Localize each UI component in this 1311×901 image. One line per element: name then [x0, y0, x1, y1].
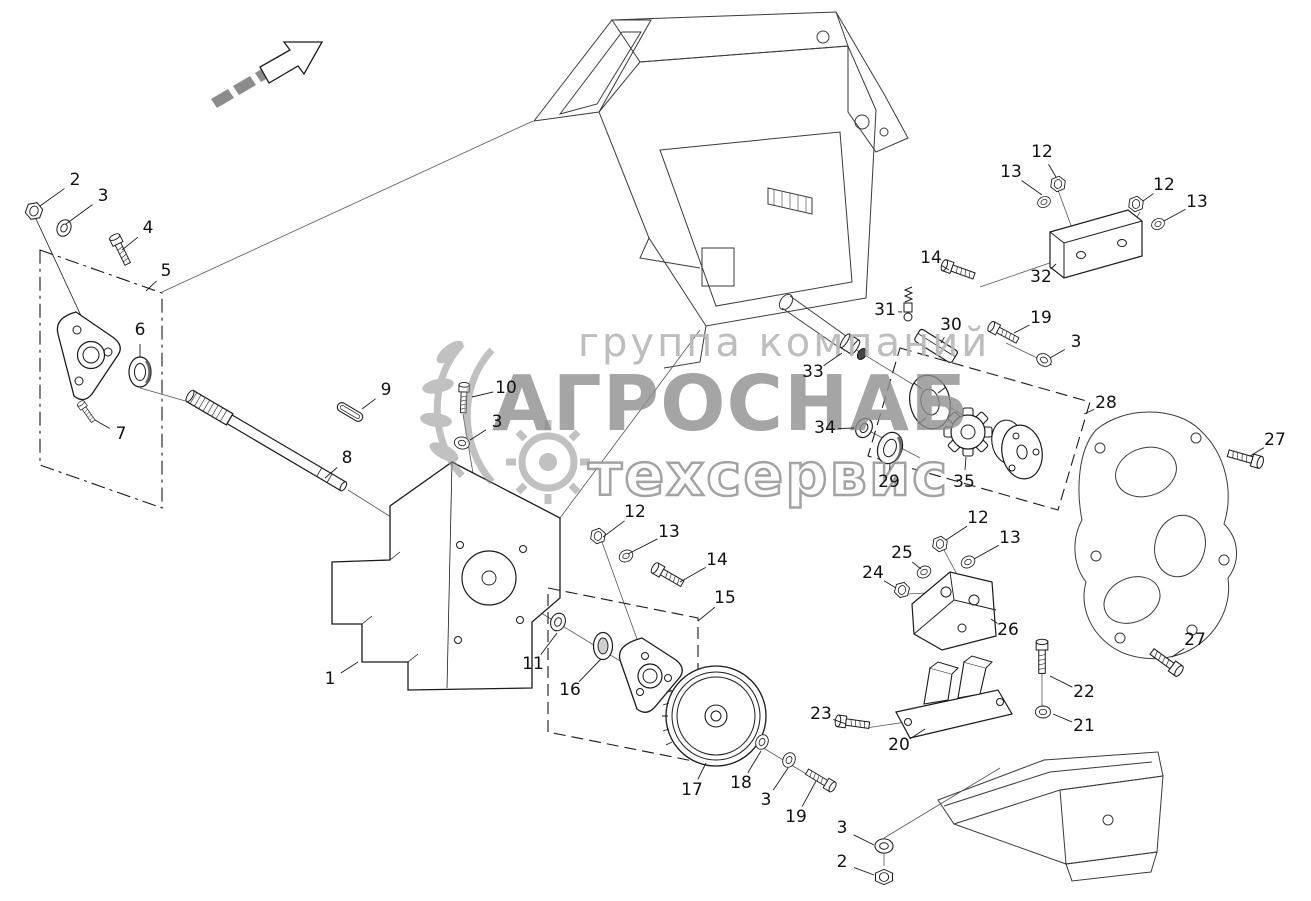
- part-label-13: 13: [1186, 192, 1208, 212]
- part-label-3: 3: [836, 818, 848, 838]
- part-label-15: 15: [714, 588, 736, 608]
- bearing: [876, 431, 904, 465]
- part-label-6: 6: [134, 320, 146, 340]
- part-label-12: 12: [1031, 142, 1053, 162]
- gear: [943, 407, 993, 457]
- mount-bracket: [895, 655, 1013, 739]
- part-label-2: 2: [69, 170, 81, 190]
- part-label-25: 25: [891, 543, 913, 563]
- part-label-27: 27: [1264, 430, 1286, 450]
- part-label-13: 13: [999, 528, 1021, 548]
- part-label-27: 27: [1184, 630, 1206, 650]
- part-label-26: 26: [997, 620, 1019, 640]
- side-plate: [331, 461, 561, 691]
- support-frame: [937, 751, 1164, 882]
- part-label-12: 12: [1153, 175, 1175, 195]
- pulley: [662, 665, 767, 767]
- support-bracket-top: [1049, 209, 1143, 279]
- gusset-bracket: [911, 571, 997, 651]
- part-label-13: 13: [658, 522, 680, 542]
- part-label-22: 22: [1073, 682, 1095, 702]
- part-label-18: 18: [730, 773, 752, 793]
- part-label-8: 8: [341, 448, 353, 468]
- part-label-34: 34: [814, 418, 836, 438]
- coupling-hub: [909, 374, 951, 430]
- retainer-plate: [914, 328, 959, 364]
- drive-shaft: [185, 389, 348, 492]
- watermark-logo-icon: [420, 340, 590, 504]
- vent-fitting: [903, 286, 914, 322]
- part-label-33: 33: [802, 362, 824, 382]
- part-label-20: 20: [888, 735, 910, 755]
- spacer-sleeve: [839, 333, 861, 355]
- part-label-7: 7: [115, 424, 127, 444]
- part-label-32: 32: [1030, 267, 1052, 287]
- direction-arrow-icon: [211, 41, 324, 108]
- part-label-10: 10: [495, 378, 517, 398]
- part-label-19: 19: [1030, 308, 1052, 328]
- part-label-35: 35: [953, 472, 975, 492]
- part-label-3: 3: [491, 412, 503, 432]
- part-label-12: 12: [967, 508, 989, 528]
- part-label-3: 3: [97, 186, 109, 206]
- bearing-flange-15: [618, 637, 683, 713]
- part-label-17: 17: [681, 780, 703, 800]
- part-label-29: 29: [878, 472, 900, 492]
- shaft-key: [336, 402, 364, 422]
- part-label-21: 21: [1073, 716, 1095, 736]
- machine-frame: [532, 11, 909, 369]
- part-label-4: 4: [142, 218, 154, 238]
- part-label-23: 23: [810, 704, 832, 724]
- part-label-11: 11: [522, 654, 544, 674]
- part-label-13: 13: [1000, 162, 1022, 182]
- part-label-12: 12: [624, 502, 646, 522]
- coupling-flange: [991, 419, 1043, 480]
- part-label-24: 24: [862, 563, 884, 583]
- part-label-9: 9: [380, 380, 392, 400]
- part-label-30: 30: [940, 315, 962, 335]
- part-label-3: 3: [1070, 332, 1082, 352]
- part-label-28: 28: [1095, 393, 1117, 413]
- part-label-31: 31: [874, 300, 896, 320]
- part-label-14: 14: [920, 248, 942, 268]
- seal-ring: [592, 631, 614, 661]
- part-label-14: 14: [706, 550, 728, 570]
- part-label-16: 16: [559, 680, 581, 700]
- gearbox-housing: [1074, 411, 1238, 660]
- part-label-3: 3: [760, 790, 772, 810]
- part-label-5: 5: [160, 261, 172, 281]
- coupling-assembly: [839, 286, 1091, 511]
- flange-assembly-left: [23, 199, 163, 509]
- part-label-2: 2: [836, 852, 848, 872]
- part-label-1: 1: [324, 669, 336, 689]
- part-label-19: 19: [785, 807, 807, 827]
